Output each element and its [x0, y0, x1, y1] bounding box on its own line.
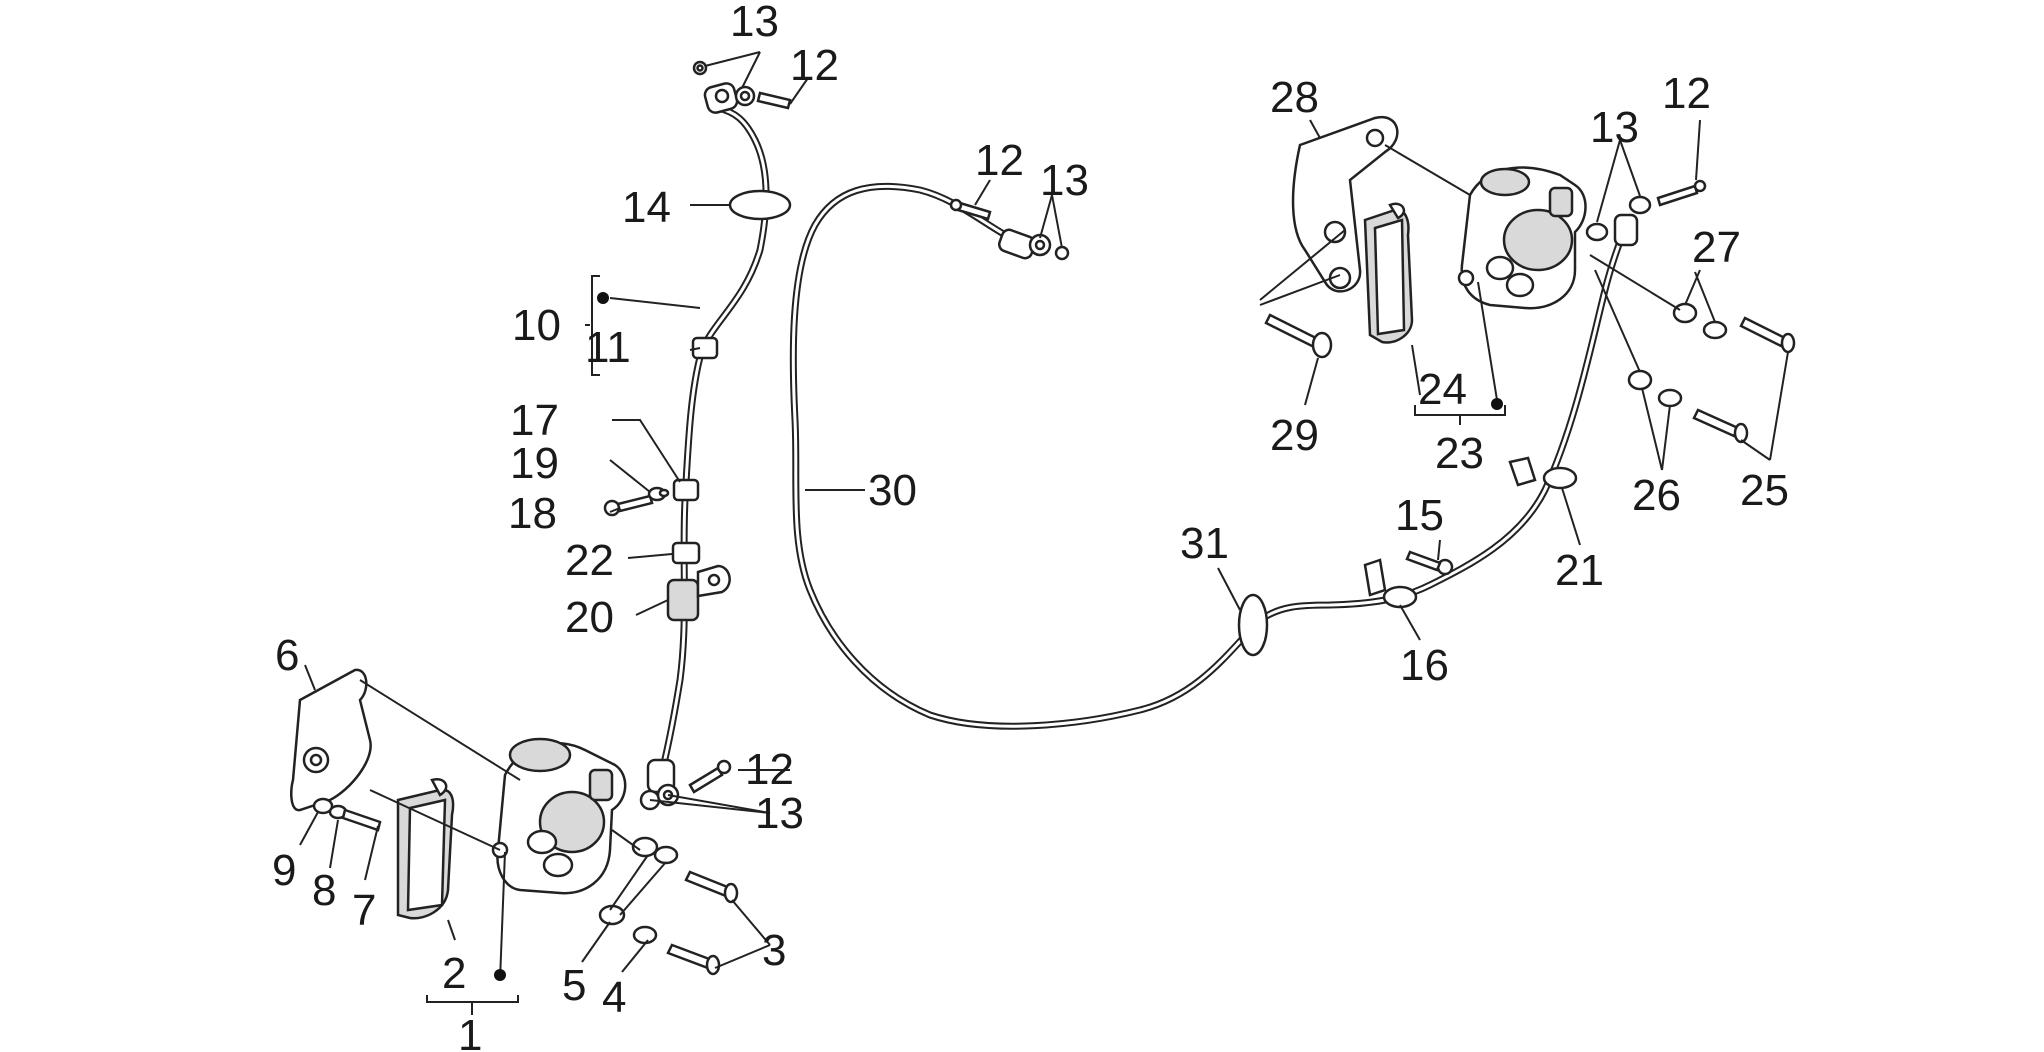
- callout-22: 22: [565, 536, 614, 585]
- callout-27: 27: [1692, 223, 1741, 272]
- bolts-3: [666, 870, 739, 976]
- brake-pads-2: [396, 777, 455, 920]
- callout-9: 9: [272, 846, 296, 895]
- callout-13-left-bottom: 13: [755, 789, 804, 838]
- hose-ring-17: [672, 478, 700, 502]
- callout-labels: 1 2 3 4 5 6 7 8 9 10 11 12 12 12 12 13 1…: [272, 0, 1789, 1052]
- clamp-16: [1363, 558, 1418, 609]
- callout-11: 11: [585, 323, 631, 372]
- bracket-28: [1291, 115, 1399, 293]
- callout-23: 23: [1435, 429, 1484, 478]
- callout-18: 18: [508, 489, 557, 538]
- hose-ring-11: [691, 336, 719, 360]
- callout-14: 14: [622, 183, 671, 232]
- clamp-21: [1508, 456, 1578, 490]
- hose-ring-22: [671, 541, 701, 565]
- rear-hose-top-banjo: [949, 198, 1070, 261]
- callout-3: 3: [762, 926, 786, 975]
- callout-31: 31: [1180, 519, 1229, 568]
- callout-30: 30: [868, 466, 917, 515]
- callout-29: 29: [1270, 411, 1319, 460]
- callout-13-right: 13: [1590, 103, 1639, 152]
- hose-guide-20: [666, 564, 731, 622]
- hose-clamp-14: [728, 189, 792, 221]
- caliper-right: [1457, 166, 1587, 310]
- callout-1: 1: [458, 1011, 482, 1052]
- callout-8: 8: [312, 866, 336, 915]
- callout-12-left-top: 12: [790, 41, 839, 90]
- leader-lines: [299, 51, 1789, 1015]
- callout-17: 17: [510, 396, 559, 445]
- callout-21: 21: [1555, 546, 1604, 595]
- callout-2: 2: [442, 949, 466, 998]
- callout-7: 7: [352, 886, 376, 935]
- callout-12-right: 12: [1662, 69, 1711, 118]
- callout-4: 4: [602, 973, 626, 1022]
- callout-12-middle: 12: [975, 136, 1024, 185]
- caliper-left: [491, 737, 627, 895]
- front-brake-hose: [656, 104, 770, 784]
- bolt-29: [1264, 313, 1333, 359]
- reference-dots: [494, 292, 1503, 981]
- callout-12-left-bottom: 12: [745, 745, 794, 794]
- top-banjo-fitting: [692, 60, 792, 114]
- rear-caliper-banjo: [1585, 179, 1707, 247]
- callout-15: 15: [1395, 491, 1444, 540]
- rear-brake-hose: [789, 182, 1632, 730]
- callout-19: 19: [510, 439, 559, 488]
- callout-6: 6: [275, 631, 299, 680]
- bolt-15: [1405, 550, 1454, 576]
- bracket-6: [290, 668, 372, 812]
- callout-20: 20: [565, 593, 614, 642]
- bottom-banjo-fitting: [639, 758, 732, 811]
- callout-28: 28: [1270, 73, 1319, 122]
- callout-5: 5: [562, 961, 586, 1010]
- bolt-18: [603, 486, 670, 517]
- callout-24: 24: [1418, 365, 1467, 414]
- washers-4-5: [598, 836, 679, 945]
- clamp-31: [1237, 593, 1269, 657]
- callout-25: 25: [1740, 466, 1789, 515]
- callout-13-middle: 13: [1040, 156, 1089, 205]
- brake-pads-24: [1363, 202, 1414, 344]
- callout-26: 26: [1632, 471, 1681, 520]
- screw-7-washer-8-9: [312, 797, 382, 832]
- washers-26-27: [1627, 302, 1728, 408]
- callout-16: 16: [1400, 641, 1449, 690]
- callout-13-left-top: 13: [730, 0, 779, 46]
- callout-10: 10: [512, 301, 561, 350]
